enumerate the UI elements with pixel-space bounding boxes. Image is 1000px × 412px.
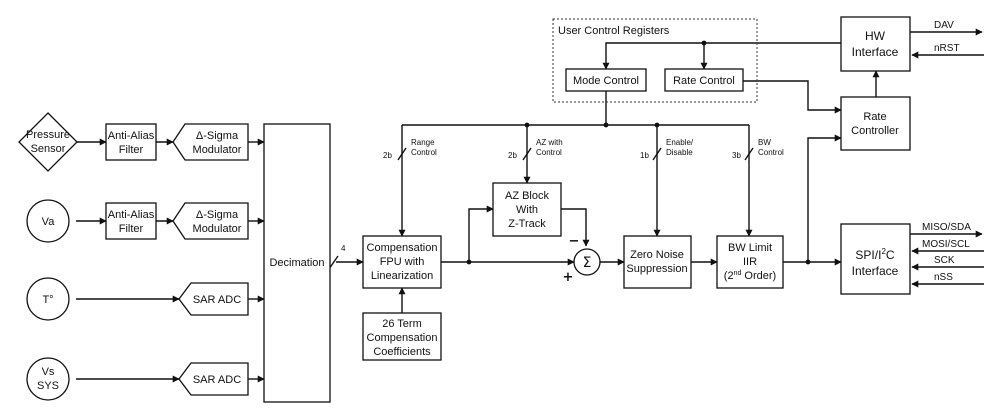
rate-controller-label: Rate xyxy=(863,111,886,123)
az-control-label: AZ with xyxy=(536,138,563,147)
hw-interface-label: HW xyxy=(865,29,886,43)
filter-label: Anti-Alias xyxy=(108,130,155,142)
junction-dot xyxy=(603,122,609,128)
filter-label: Filter xyxy=(119,144,144,156)
rate-control-label: Rate Control xyxy=(673,75,735,87)
dav-signal-label: DAV xyxy=(934,20,954,31)
enable-control-label: Disable xyxy=(666,148,693,157)
temperature-sensor: T° xyxy=(26,277,70,321)
az-block: AZ Block With Z-Track xyxy=(492,182,562,237)
spi-signal-labels: MISO/SDA MOSI/SCL SCK nSS xyxy=(922,222,971,283)
enable-control-label: Enable/ xyxy=(666,138,694,147)
enable-bits-label: 1b xyxy=(640,151,649,160)
az-control-label: Control xyxy=(536,148,562,157)
filter-label: Filter xyxy=(119,223,144,235)
junction-dot xyxy=(524,122,530,128)
junction-dots xyxy=(466,40,811,265)
temperature-sensor-label: T° xyxy=(42,294,53,306)
zero-noise-label: Zero Noise xyxy=(630,249,684,261)
rate-control-register xyxy=(664,68,744,92)
compensation-label: Linearization xyxy=(371,270,433,282)
mosi-scl-label: MOSI/SCL xyxy=(922,239,970,250)
sar-adc-label: SAR ADC xyxy=(193,374,241,386)
mode-control-register xyxy=(565,68,647,92)
summing-junction: Σ − + xyxy=(563,234,601,285)
rate-controller-block: Rate Controller xyxy=(840,96,911,151)
sar-adc-label: SAR ADC xyxy=(193,294,241,306)
bw-limit-order-label: (2nd Order) xyxy=(724,270,776,282)
signal-wires xyxy=(76,28,984,383)
sck-label: SCK xyxy=(934,255,955,266)
spi-interface-label: SPI/I2C xyxy=(855,247,894,262)
bw-bits-label: 3b xyxy=(732,151,741,160)
bw-limit-label: BW Limit xyxy=(728,242,772,254)
zero-noise-suppression-block: Zero Noise Suppression xyxy=(623,235,692,289)
nrst-signal-label: nRST xyxy=(934,43,960,54)
vs-sys-sensor-label: SYS xyxy=(37,380,59,392)
user-control-registers: User Control Registers Mode Control Rate… xyxy=(552,18,758,103)
sar-adc-2: SAR ADC xyxy=(178,362,249,396)
miso-sda-label: MISO/SDA xyxy=(922,222,971,233)
vs-sys-sensor-label: Vs xyxy=(42,366,55,378)
rate-controller-label: Controller xyxy=(851,125,899,137)
decimation-label: Decimation xyxy=(269,257,324,269)
bw-limit-iir-label: IIR xyxy=(743,256,757,268)
pressure-sensor: Pressure Sensor xyxy=(18,112,78,172)
filter-label: Anti-Alias xyxy=(108,209,155,221)
nss-label: nSS xyxy=(934,272,953,283)
va-sensor: Va xyxy=(26,199,70,243)
anti-alias-filter-2: Anti-Alias Filter xyxy=(105,202,157,240)
range-control-label: Control xyxy=(411,148,437,157)
mode-control-label: Mode Control xyxy=(573,75,639,87)
vs-sys-sensor: Vs SYS xyxy=(26,357,70,401)
sar-adc-1: SAR ADC xyxy=(178,282,249,316)
pressure-sensor-label: Sensor xyxy=(31,143,66,155)
coefficients-block: 26 Term Compensation Coefficients xyxy=(362,312,442,361)
spi-interface-label: Interface xyxy=(852,264,899,278)
modulator-label: Δ-Sigma xyxy=(196,209,239,221)
junction-dot xyxy=(466,259,472,265)
user-control-title: User Control Registers xyxy=(558,25,670,37)
range-control-label: Range xyxy=(411,138,435,147)
minus-sign: − xyxy=(569,234,580,249)
zero-noise-label: Suppression xyxy=(626,263,687,275)
compensation-label: Compensation xyxy=(367,242,438,254)
pressure-sensor-label: Pressure xyxy=(26,129,70,141)
junction-dot xyxy=(654,122,660,128)
az-block-label: Z-Track xyxy=(508,218,546,230)
delta-sigma-modulator-1: Δ-Sigma Modulator xyxy=(172,123,249,161)
coefficients-label: Compensation xyxy=(367,332,438,344)
va-sensor-label: Va xyxy=(42,216,56,228)
sigma-symbol: Σ xyxy=(583,255,592,271)
spi-i2c-interface-block: SPI/I2C Interface xyxy=(840,223,911,295)
anti-alias-filter-1: Anti-Alias Filter xyxy=(105,123,157,161)
modulator-label: Δ-Sigma xyxy=(196,130,239,142)
delta-sigma-modulator-2: Δ-Sigma Modulator xyxy=(172,202,249,240)
plus-sign: + xyxy=(563,270,574,285)
junction-dot xyxy=(701,40,707,46)
compensation-label: FPU with xyxy=(380,256,425,268)
bus-width-label: 4 xyxy=(341,244,346,253)
compensation-fpu-block: Compensation FPU with Linearization xyxy=(362,235,442,289)
coefficients-label: Coefficients xyxy=(373,346,431,358)
bw-control-label: Control xyxy=(758,148,784,157)
junction-dot xyxy=(805,259,811,265)
modulator-label: Modulator xyxy=(193,223,242,235)
range-bits-label: 2b xyxy=(383,151,392,160)
decimation-block: Decimation xyxy=(263,123,331,403)
bw-control-label: BW xyxy=(758,138,771,147)
az-block-label: AZ Block xyxy=(505,190,550,202)
modulator-label: Modulator xyxy=(193,144,242,156)
az-block-label: With xyxy=(516,204,538,216)
az-bits-label: 2b xyxy=(508,151,517,160)
control-tap-labels: 2b Range Control 2b AZ with Control 1b E… xyxy=(383,138,784,160)
coefficients-label: 26 Term xyxy=(382,318,422,330)
hw-interface-label: Interface xyxy=(852,45,899,59)
bw-limit-iir-block: BW Limit IIR (2nd Order) xyxy=(716,235,784,289)
hw-interface-block: HW Interface xyxy=(840,16,911,72)
